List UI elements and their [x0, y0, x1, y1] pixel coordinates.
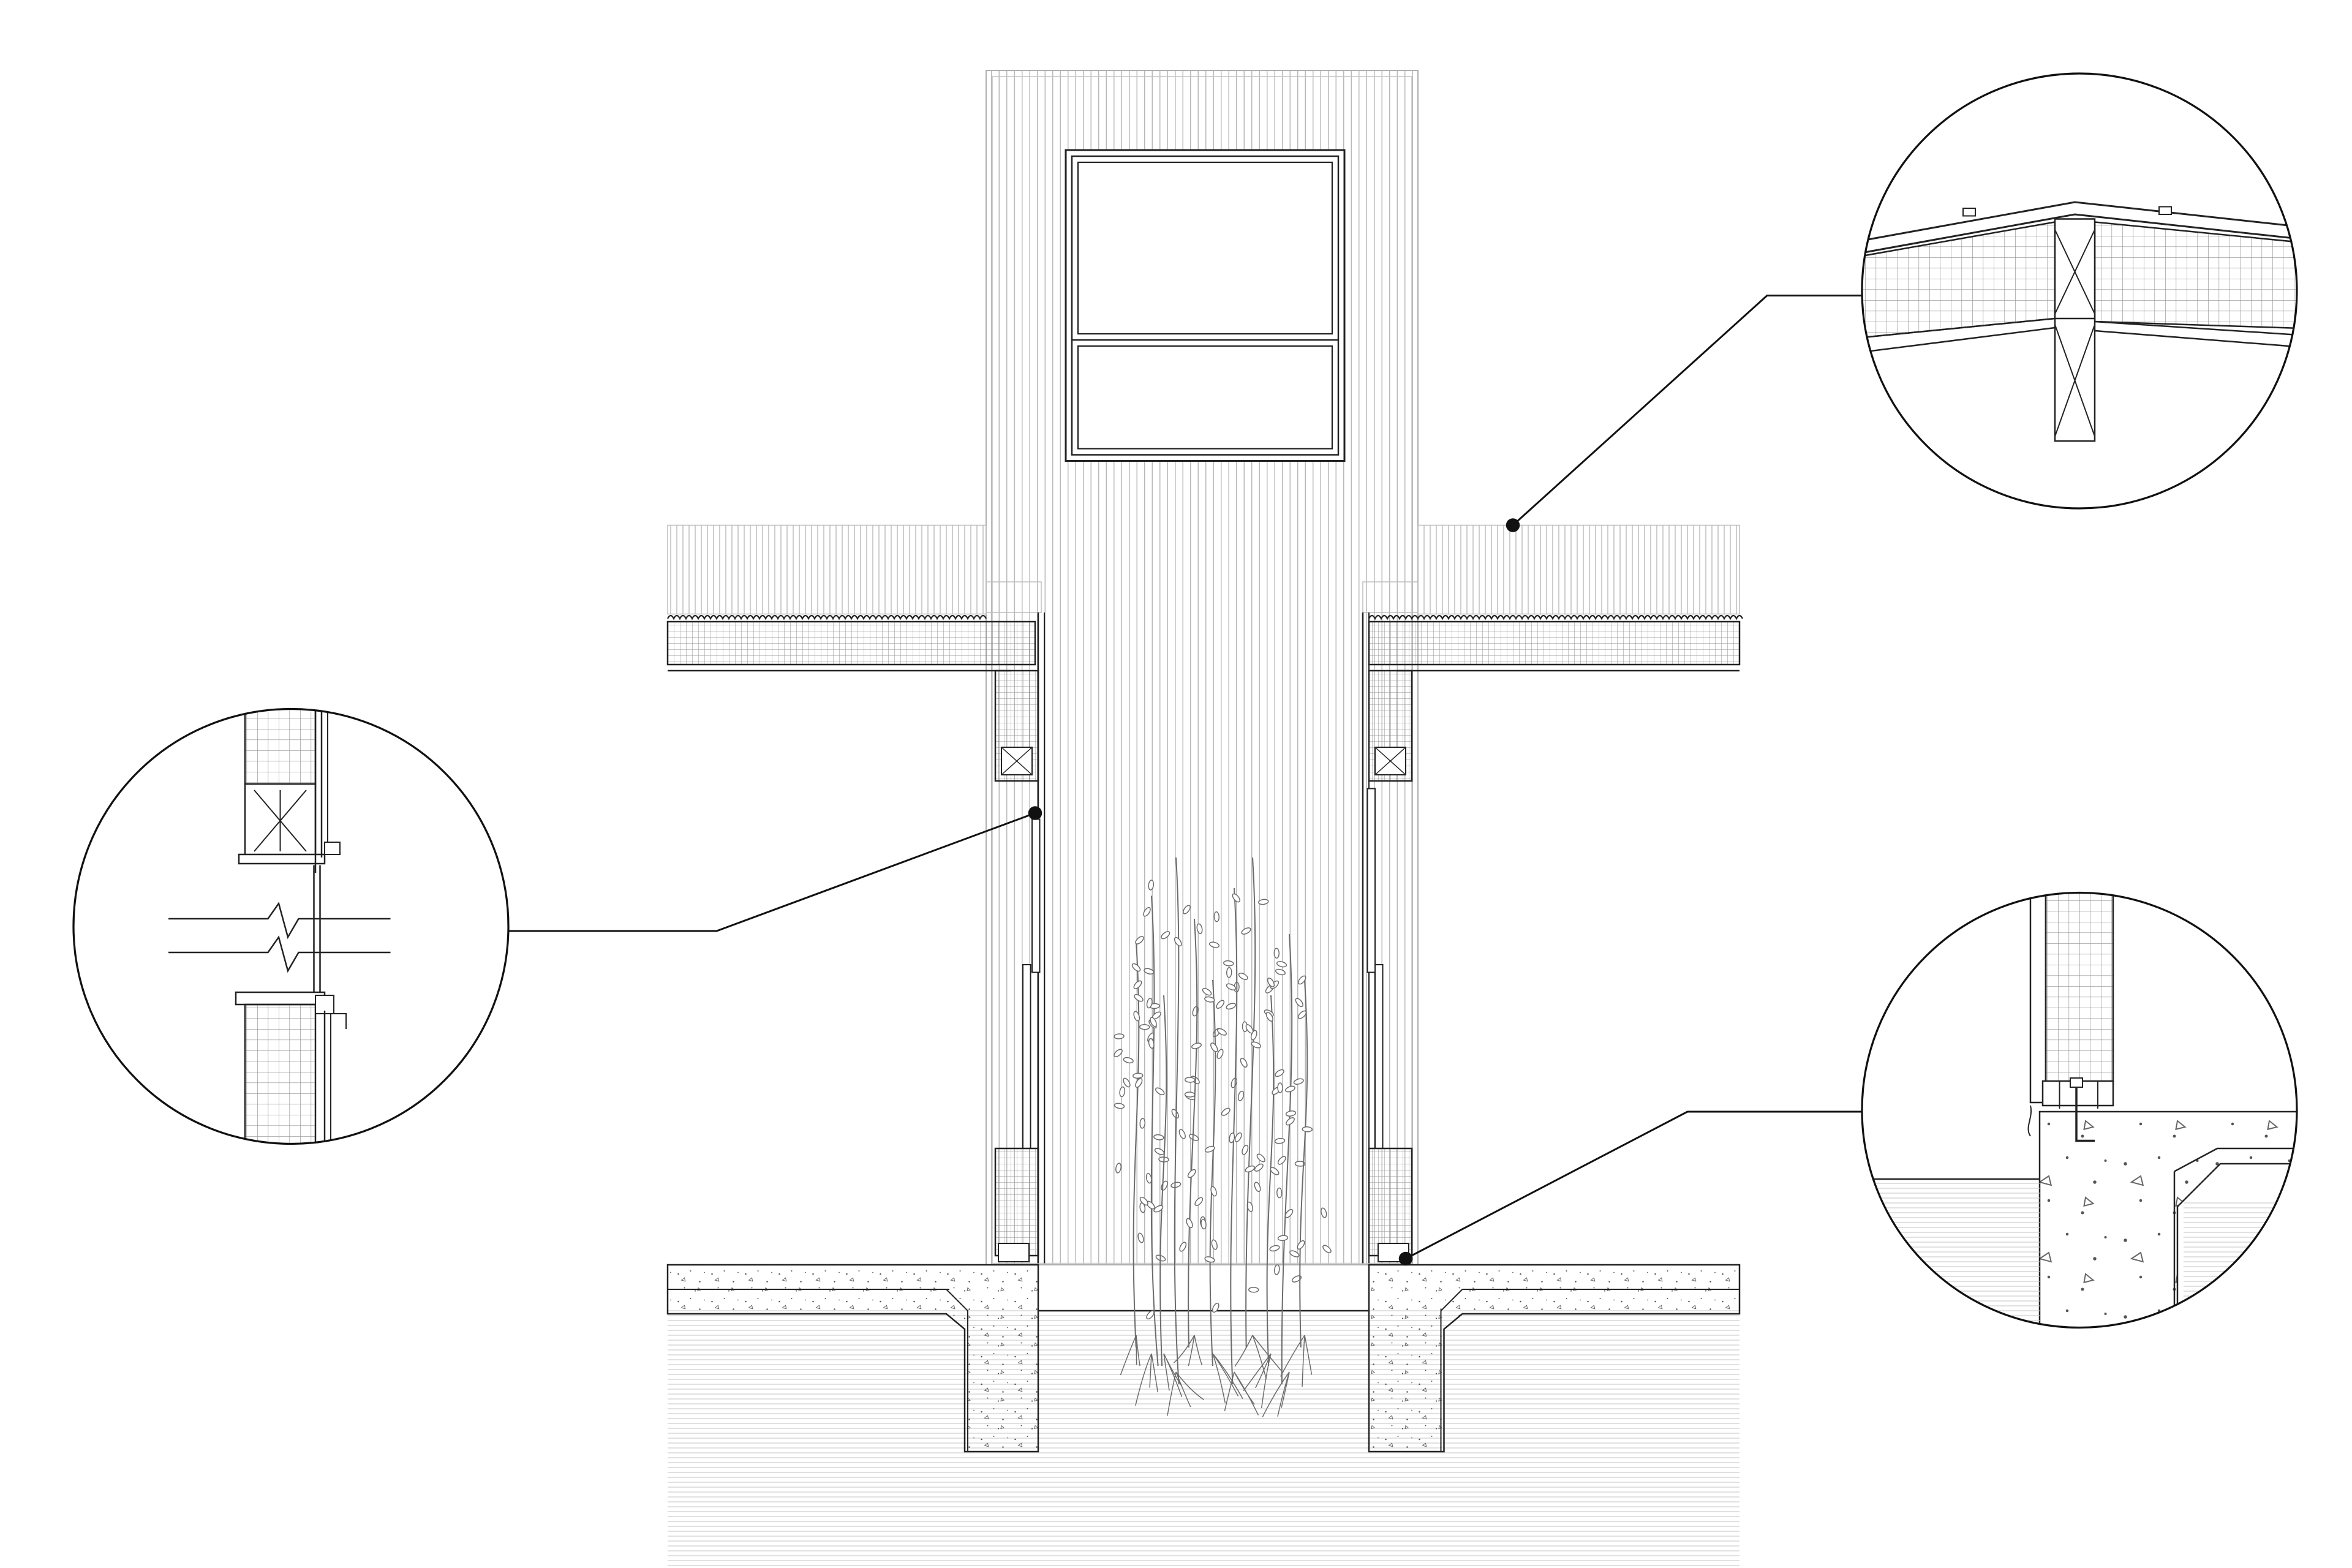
foundation-sill-detail-circle: [1861, 891, 2298, 1329]
wall-detail-leader: [508, 812, 1036, 932]
clerestory-window: [1065, 149, 1346, 462]
courtyard-trees: [1114, 857, 1332, 1417]
roof-eave-detail-circle: [1861, 72, 2298, 510]
wall-detail-marker: [1028, 806, 1042, 820]
left-foundation: [666, 1264, 1039, 1453]
left-wall: [994, 612, 1045, 1264]
right-wall: [1362, 612, 1413, 1264]
right-foundation: [1368, 1264, 1741, 1453]
roof-detail-marker: [1506, 518, 1520, 532]
left-roof: [666, 524, 1042, 672]
foundation-detail-marker: [1398, 1251, 1413, 1266]
ground-soil: [668, 1309, 1740, 1568]
callout-leaders: [508, 295, 1865, 1266]
roof-detail-leader: [1512, 295, 1865, 526]
foundation-detail-leader: [1405, 1110, 1862, 1260]
wall-glazing-detail-circle: [72, 707, 510, 1145]
right-roof: [1362, 524, 1744, 672]
